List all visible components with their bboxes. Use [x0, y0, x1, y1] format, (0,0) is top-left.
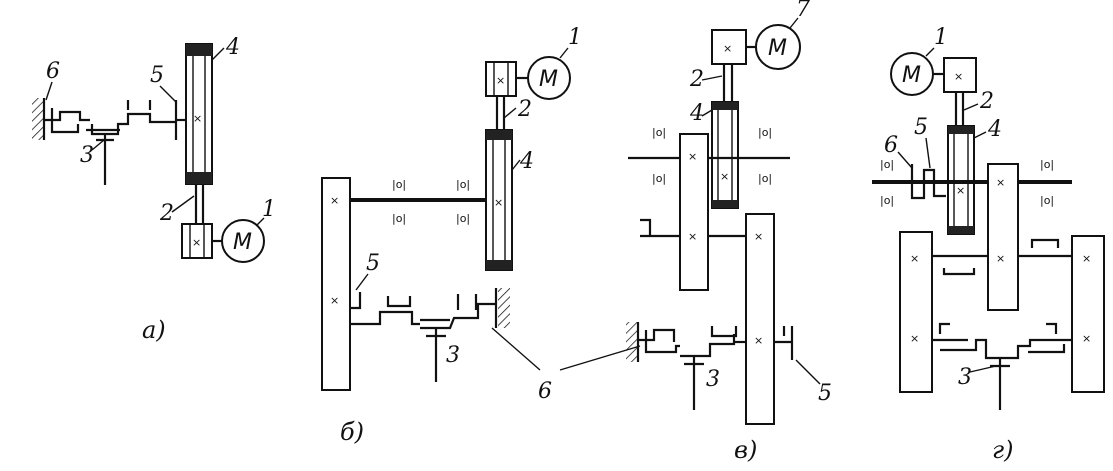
label-1: 1: [568, 25, 582, 50]
cross-mark: ×: [192, 236, 201, 249]
cross-mark: ×: [494, 196, 503, 209]
cross-mark: ×: [910, 252, 919, 265]
label-1: 1: [262, 197, 276, 222]
cross-mark: ×: [1082, 252, 1091, 265]
bearing: |o|: [758, 172, 772, 185]
label-6: 6: [538, 379, 552, 404]
bearing: |o|: [880, 158, 894, 171]
bearing: |o|: [392, 178, 406, 191]
label-6: 6: [46, 59, 60, 84]
bearing: |o|: [456, 178, 470, 191]
label-3: 3: [446, 343, 460, 368]
cross-mark: ×: [723, 42, 732, 55]
cross-mark: ×: [688, 150, 697, 163]
bearing: |o|: [456, 212, 470, 225]
label-2: 2: [159, 201, 174, 226]
caption-v: в): [734, 436, 757, 464]
motor-circle: [221, 219, 265, 263]
label-5: 5: [818, 381, 832, 406]
label-2: 2: [517, 97, 532, 122]
cross-mark: ×: [996, 176, 1005, 189]
label-4: 4: [987, 117, 1002, 142]
diagram-a: × × M 6 5 4 3 2 1 а): [32, 35, 276, 344]
cross-mark: ×: [996, 252, 1005, 265]
label-4: 4: [225, 35, 240, 60]
bearing: |o|: [880, 194, 894, 207]
cross-mark: ×: [330, 294, 339, 307]
cross-mark: ×: [688, 230, 697, 243]
label-5: 5: [366, 251, 380, 276]
label-3: 3: [80, 143, 94, 168]
label-3: 3: [958, 365, 972, 390]
cross-mark: ×: [330, 194, 339, 207]
caption-g: г): [992, 436, 1014, 464]
bearing: |o|: [652, 126, 666, 139]
label-1: 1: [934, 25, 948, 50]
caption-b: б): [340, 418, 364, 446]
cross-mark: ×: [193, 112, 202, 125]
diagram-g: M × 1 2 × 4 |o| |o| |o| |o| 6 5 × ×: [872, 25, 1105, 464]
cross-mark: ×: [754, 230, 763, 243]
label-7: 7: [796, 0, 810, 22]
motor-label: M: [902, 63, 921, 88]
motor-label: M: [539, 67, 558, 92]
motor-circle: [755, 24, 801, 70]
label-5: 5: [914, 115, 928, 140]
label-3: 3: [706, 367, 720, 392]
label-6: 6: [884, 133, 898, 158]
label-2: 2: [979, 89, 994, 114]
motor-label: M: [768, 36, 787, 61]
label-5: 5: [150, 63, 164, 88]
cross-mark: ×: [956, 184, 965, 197]
cross-mark: ×: [910, 332, 919, 345]
caption-a: а): [142, 316, 166, 344]
motor-label: M: [233, 230, 252, 255]
cross-mark: ×: [720, 170, 729, 183]
bearing: |o|: [652, 172, 666, 185]
label-4: 4: [519, 149, 534, 174]
label-2: 2: [689, 67, 704, 92]
cross-mark: ×: [1082, 332, 1091, 345]
bearing: |o|: [758, 126, 772, 139]
bearing: |o|: [392, 212, 406, 225]
cross-mark: ×: [496, 74, 505, 87]
diagram-b: × × |o| |o| |o| |o| × × M: [321, 25, 582, 446]
label-4: 4: [689, 101, 704, 126]
bearing: |o|: [1040, 194, 1054, 207]
motor-circle: [527, 56, 571, 100]
cross-mark: ×: [954, 70, 963, 83]
cross-mark: ×: [754, 334, 763, 347]
shared-label-6: 6: [491, 327, 641, 404]
bearing: |o|: [1040, 158, 1054, 171]
diagram-v: × M 7 2 × 4 |o| |o| |o| |o| × ×: [626, 0, 832, 464]
